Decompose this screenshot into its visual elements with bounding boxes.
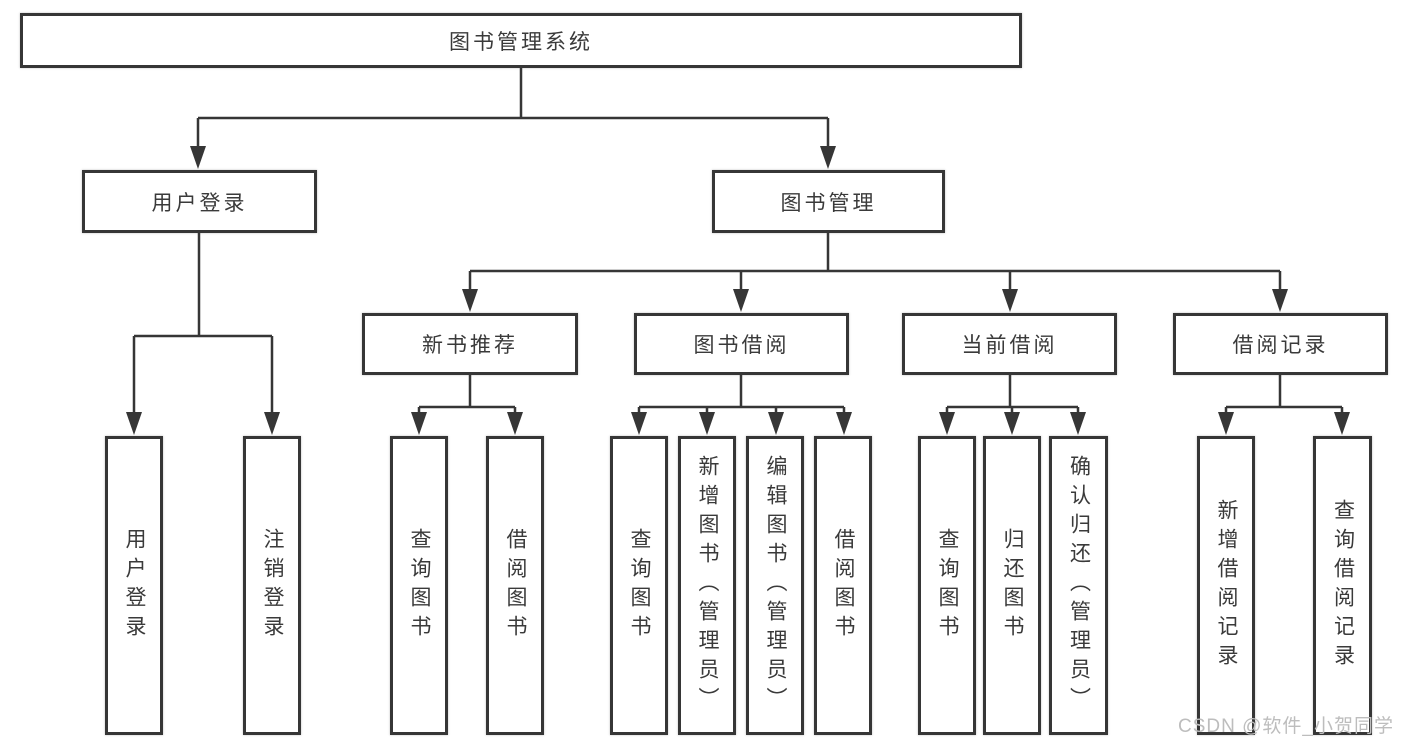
leaf-user-login: 用户登录: [105, 436, 163, 735]
node-book-borrowing: 图书借阅: [634, 313, 849, 375]
node-borrowing-records: 借阅记录: [1173, 313, 1388, 375]
leaf-query-books-borrow: 查询图书: [610, 436, 668, 735]
leaf-edit-book-admin: 编辑图书（管理员）: [746, 436, 804, 735]
leaf-return-book: 归还图书: [983, 436, 1041, 735]
leaf-confirm-return-admin: 确认归还（管理员）: [1049, 436, 1108, 735]
leaf-add-book-admin: 新增图书（管理员）: [678, 436, 736, 735]
node-root-library-system: 图书管理系统: [20, 13, 1022, 68]
node-new-book-recommendation: 新书推荐: [362, 313, 578, 375]
leaf-borrow-books: 借阅图书: [814, 436, 872, 735]
leaf-add-borrow-record: 新增借阅记录: [1197, 436, 1255, 735]
leaf-logout: 注销登录: [243, 436, 301, 735]
node-book-management: 图书管理: [712, 170, 945, 233]
node-user-login: 用户登录: [82, 170, 317, 233]
csdn-watermark: CSDN @软件_小贺同学: [1178, 716, 1394, 737]
leaf-query-books-current: 查询图书: [918, 436, 976, 735]
leaf-query-books-recommend: 查询图书: [390, 436, 448, 735]
leaf-borrow-books-recommend: 借阅图书: [486, 436, 544, 735]
leaf-query-borrow-record: 查询借阅记录: [1313, 436, 1372, 735]
node-current-borrowing: 当前借阅: [902, 313, 1117, 375]
